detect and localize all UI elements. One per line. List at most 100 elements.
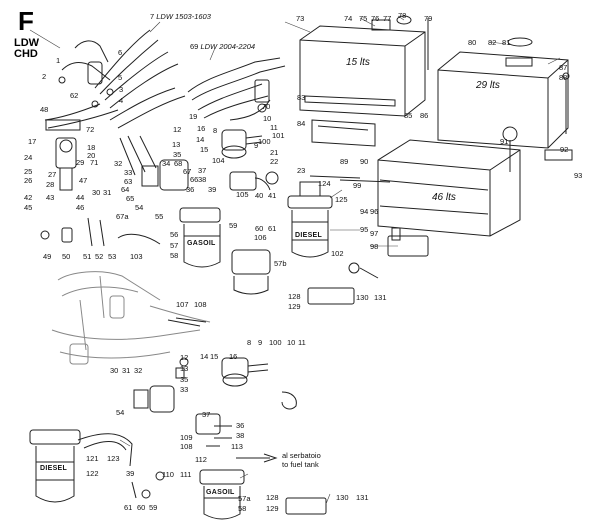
callout-32-lower: 32 (134, 366, 143, 375)
callout-53: 53 (108, 252, 117, 261)
callout-130: 130 (356, 293, 369, 302)
callout-54: 54 (135, 203, 144, 212)
callout-41: 41 (268, 191, 277, 200)
callout-45: 45 (24, 203, 33, 212)
fuel-filter-upper (287, 181, 333, 258)
callout-110: 110 (162, 470, 174, 479)
callout-124: 124 (318, 179, 331, 188)
callout-42: 42 (24, 193, 33, 202)
injection-pipes-upper (44, 29, 186, 191)
callout-34: 34 (162, 159, 171, 168)
callout-111: 111 (180, 470, 192, 479)
callout-13-lower: 13 (180, 364, 189, 373)
callout-35-lower: 35 (180, 375, 189, 384)
fuel-tank-29lts (437, 37, 570, 149)
callout-131: 131 (374, 293, 387, 302)
callout-109: 109 (180, 433, 193, 442)
callout-75: 75 (359, 14, 368, 23)
callout-49: 49 (43, 252, 52, 261)
callout-40: 40 (255, 191, 264, 200)
callout-51: 51 (83, 252, 92, 261)
callout-58-lower: 58 (238, 504, 247, 513)
callout-9: 9 (254, 141, 259, 150)
callout-74: 74 (344, 14, 353, 23)
callout-61: 61 (268, 224, 277, 233)
callout-121: 121 (86, 454, 99, 463)
callout-60: 60 (255, 224, 264, 233)
callout-55: 55 (155, 212, 164, 221)
fuel-feed-pump-upper (141, 129, 271, 191)
callout-52: 52 (95, 252, 104, 261)
callout-73: 73 (296, 14, 305, 23)
callout-103: 103 (130, 252, 143, 261)
callout-122: 122 (86, 469, 99, 478)
callout-35: 35 (173, 150, 182, 159)
callout-38-lower: 38 (236, 431, 245, 440)
callout-62: 62 (70, 91, 79, 100)
callout-13: 13 (172, 140, 181, 149)
leader-lines (29, 15, 561, 505)
callout-106: 106 (254, 233, 267, 242)
tank-capacity-29: 29 lts (476, 80, 500, 91)
callout-93: 93 (574, 171, 583, 180)
callout-38: 38 (198, 175, 207, 184)
engine-outline-lower (51, 271, 211, 365)
callout-67a: 67a (116, 212, 129, 221)
callout-19: 19 (189, 112, 198, 121)
callout-94: 94 (360, 207, 369, 216)
callout-81: 81 (502, 38, 511, 47)
small-fittings-lower (141, 319, 220, 499)
callout-100: 100 (258, 137, 271, 146)
variant-caption-2004: 69 LDW 2004-2204 (190, 43, 255, 51)
callout-9-lower: 9 (258, 338, 263, 347)
callout-56: 56 (170, 230, 179, 239)
callout-97: 97 (370, 229, 379, 238)
small-fittings-upper (40, 171, 391, 279)
callout-14-lower: 14 (200, 352, 209, 361)
callout-95: 95 (360, 225, 369, 234)
callout-25: 25 (24, 167, 33, 176)
callout-16: 16 (197, 124, 206, 133)
note-line-italian: al serbatoio (282, 451, 321, 460)
callout-58: 58 (170, 251, 179, 260)
tank-capacity-46: 46 lts (432, 192, 456, 203)
brand-gasoil-lower: GASOIL (206, 489, 235, 496)
to-fuel-tank-note: al serbatoio to fuel tank (282, 451, 321, 469)
callout-15: 15 (200, 145, 209, 154)
callout-57b: 57b (274, 259, 287, 268)
callout-128-lower: 128 (266, 493, 279, 502)
callout-46: 46 (76, 203, 85, 212)
brand-diesel-upper: DIESEL (295, 232, 323, 239)
callout-47: 47 (79, 176, 88, 185)
callout-129-lower: 129 (266, 504, 279, 513)
callout-101: 101 (272, 131, 285, 140)
callout-96: 96 (370, 207, 379, 216)
callout-61-lower: 61 (124, 503, 133, 512)
variant-caption-1503: 7 LDW 1503-1603 (150, 13, 211, 21)
callout-16-lower: 16 (229, 352, 238, 361)
callout-112: 112 (195, 455, 207, 464)
callout-29: 29 (76, 158, 85, 167)
brand-gasoil-upper: GASOIL (187, 240, 216, 247)
callout-24: 24 (24, 153, 33, 162)
callout-2: 2 (42, 72, 47, 81)
callout-6: 6 (118, 48, 123, 57)
callout-86: 86 (420, 111, 429, 120)
callout-37: 37 (198, 166, 207, 175)
variant-callout-69: 69 (190, 42, 201, 51)
callout-125: 125 (335, 195, 348, 204)
callout-21: 21 (270, 148, 279, 157)
fuel-filter-gasoil-lower (131, 453, 327, 520)
callout-108: 108 (194, 300, 207, 309)
fuel-tank-15lts (299, 15, 429, 147)
callout-39-lower: 39 (126, 469, 135, 478)
callout-8: 8 (213, 126, 218, 135)
callout-15-lower: 15 (210, 352, 219, 361)
callout-22: 22 (270, 157, 279, 166)
callout-20: 20 (87, 151, 96, 160)
callout-14: 14 (196, 135, 205, 144)
callout-65: 65 (126, 194, 135, 203)
callout-8-lower: 8 (247, 338, 252, 347)
callout-102: 102 (331, 249, 344, 258)
